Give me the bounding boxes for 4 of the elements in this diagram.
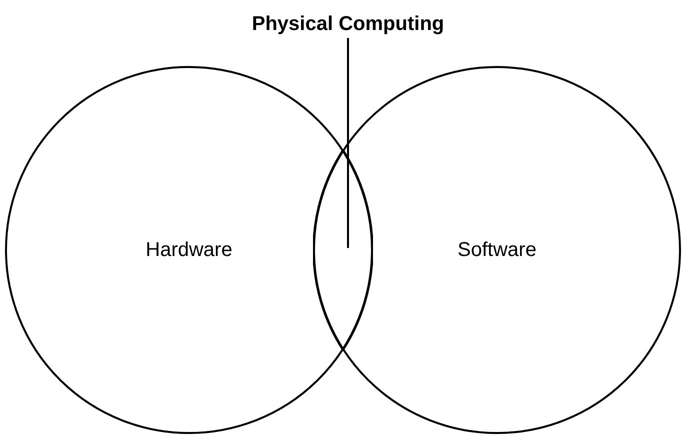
circle-label: Hardware [146, 238, 232, 263]
circle-label: Software [458, 238, 536, 263]
overlap-region [313, 149, 373, 351]
heading: Physical Computing [252, 12, 444, 37]
